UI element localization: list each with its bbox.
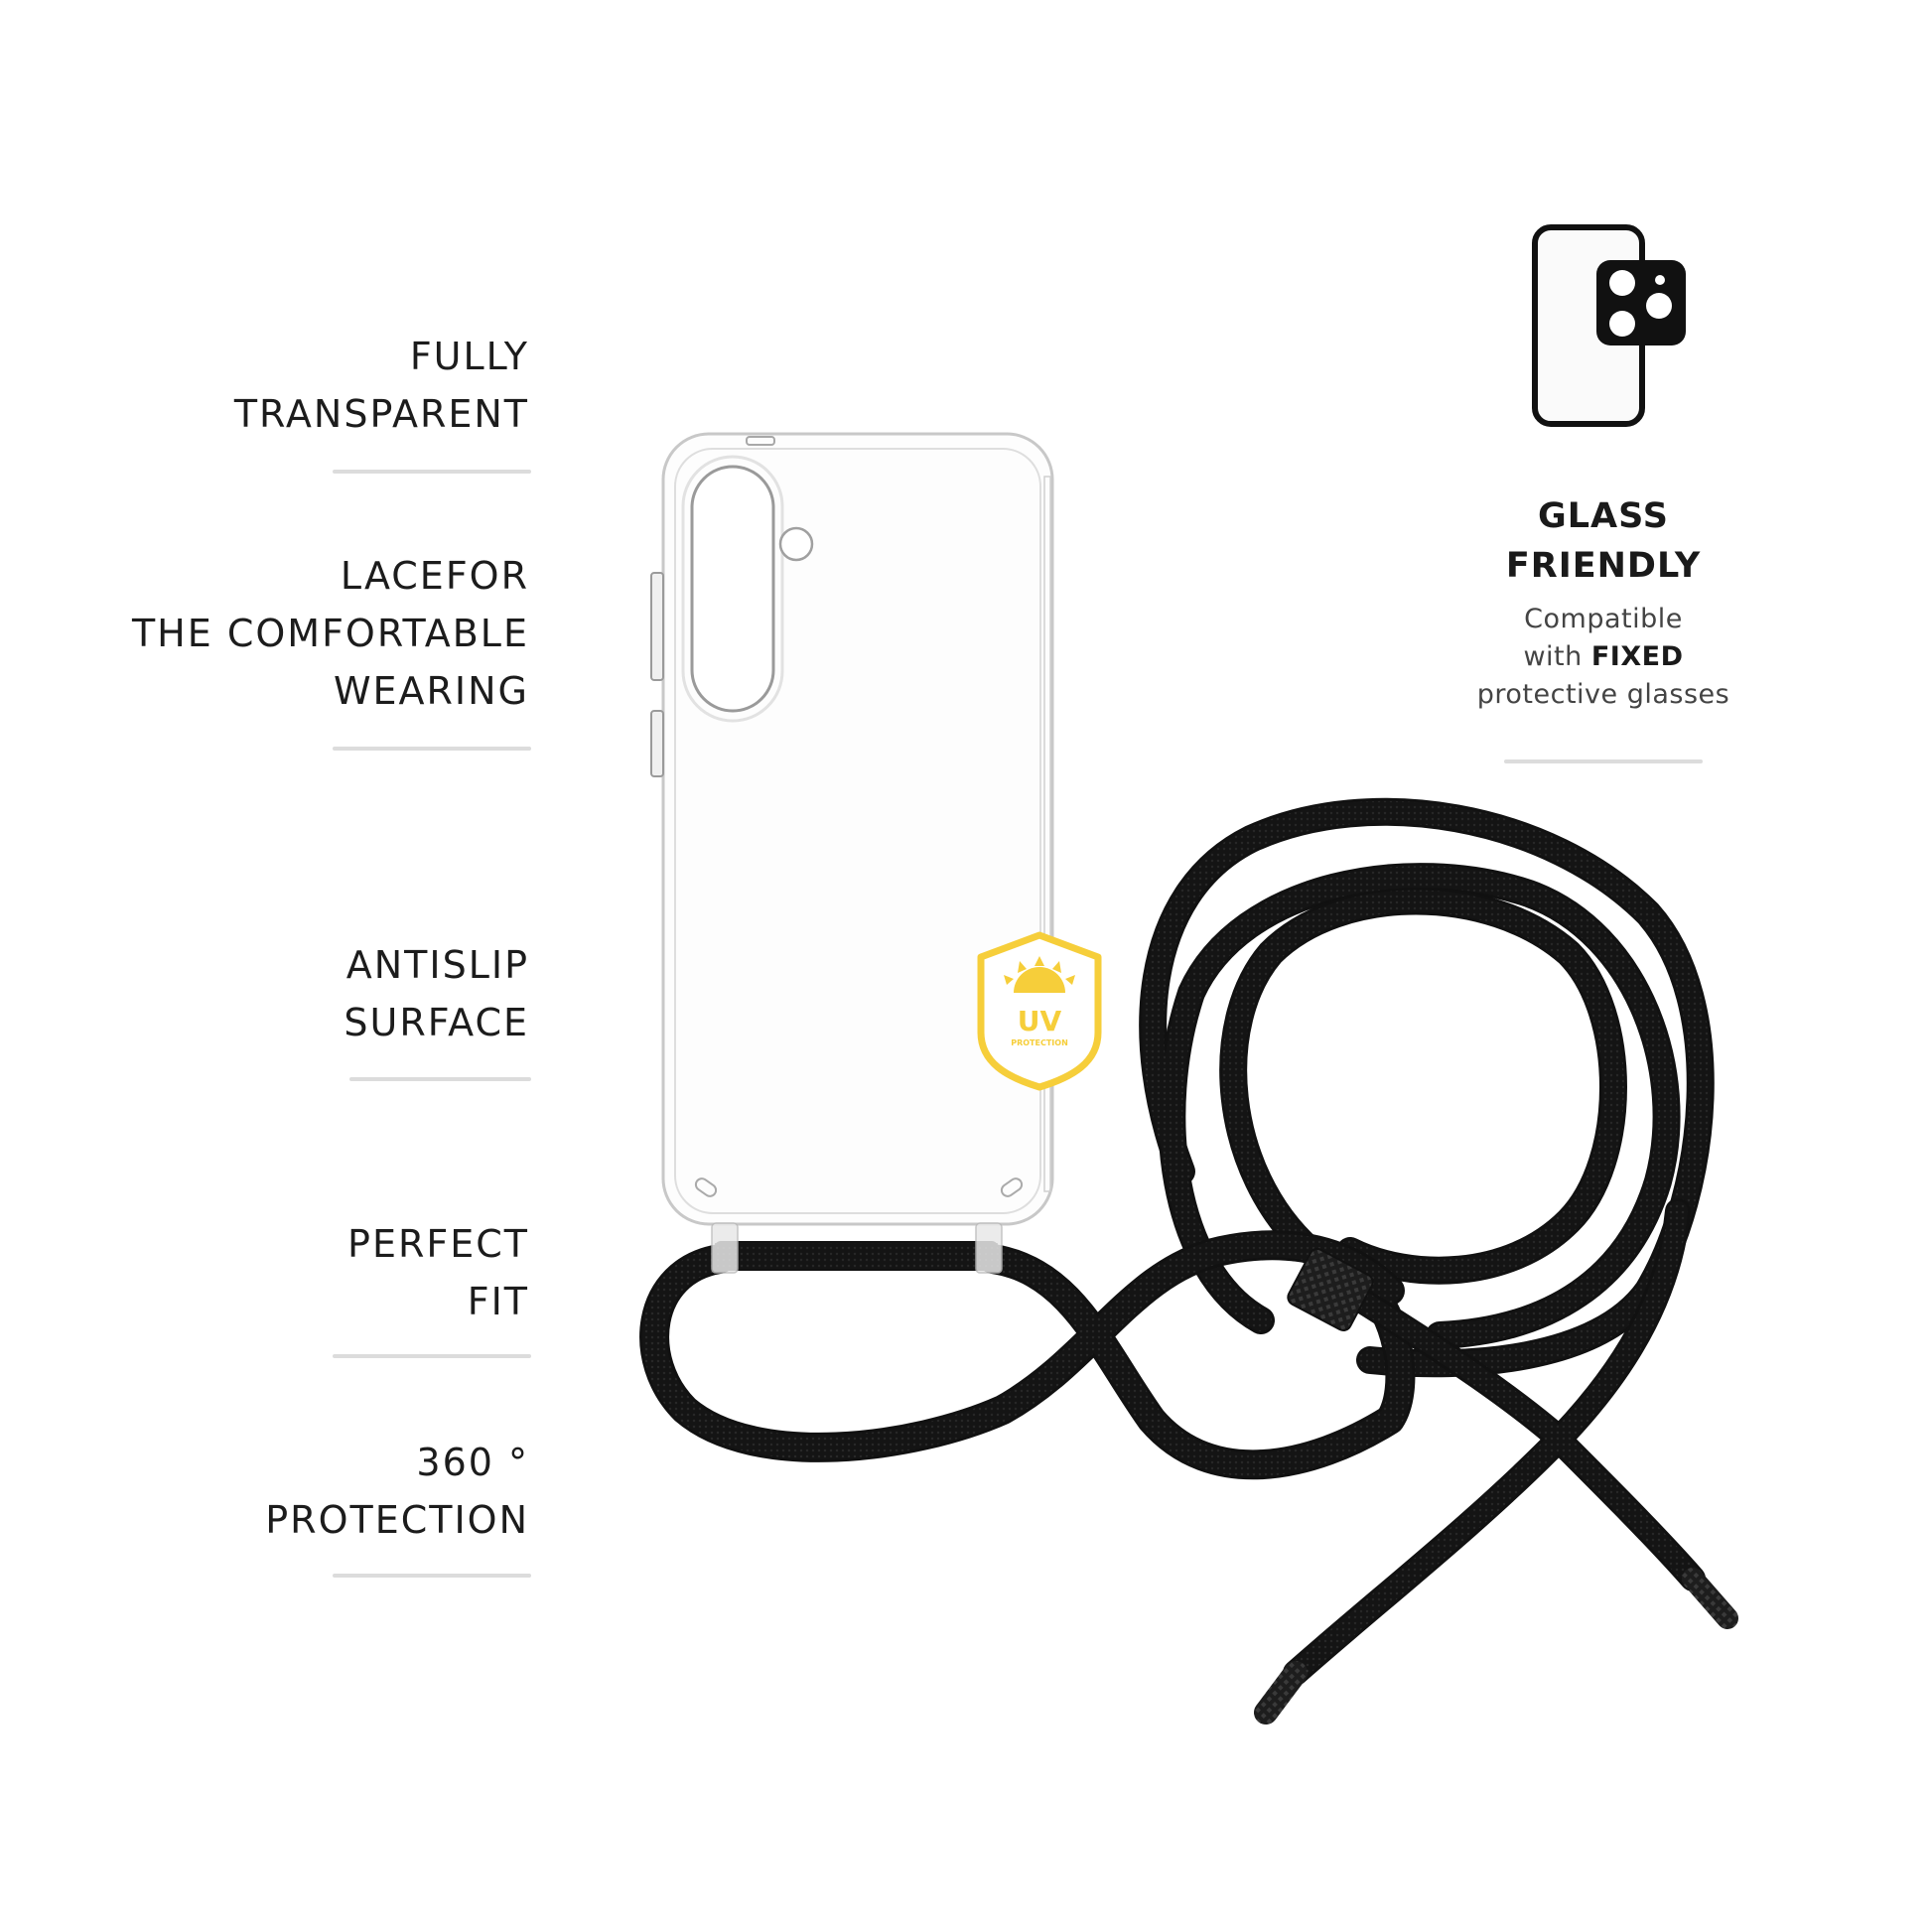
glass-sub-line1: Compatible [1524,604,1683,634]
divider [349,1077,531,1081]
glass-sub-line2: with FIXED [1459,638,1747,676]
divider [333,470,531,474]
divider [333,1354,531,1358]
cord-stopper [1287,1248,1374,1331]
glass-sub-prefix: with [1523,641,1591,672]
svg-text:PROTECTION: PROTECTION [1011,1038,1068,1047]
feature-label: LACEFOR [340,554,529,598]
divider [1504,759,1703,763]
lanyard-cord [639,797,1738,1725]
glass-sub-brand: FIXED [1590,641,1684,672]
feature-perfect-fit: PERFECT FIT [347,1215,529,1330]
feature-label: PERFECT [347,1222,529,1266]
glass-sub-line3: protective glasses [1476,679,1730,710]
phone-camera-glass-icon [1532,224,1686,427]
feature-label: FIT [467,1280,529,1323]
cord-attachment [711,1222,1003,1274]
feature-label: THE COMFORTABLE [131,612,529,655]
feature-label: WEARING [333,669,529,713]
glass-title-line2: FRIENDLY [1505,546,1702,586]
feature-360-protection: 360 ° PROTECTION [265,1434,529,1549]
glass-title-line1: GLASS [1538,496,1669,536]
feature-label: ANTISLIP [345,943,529,987]
feature-antislip: ANTISLIP SURFACE [344,936,529,1051]
glass-friendly-block: GLASS FRIENDLY Compatible with FIXED pro… [1459,491,1747,714]
feature-label: SURFACE [344,1001,529,1044]
svg-text:UV: UV [1018,1005,1062,1037]
feature-label: 360 ° [416,1441,529,1484]
feature-fully-transparent: FULLY TRANSPARENT [234,328,529,443]
divider [333,747,531,751]
feature-label: PROTECTION [265,1498,529,1542]
transparent-phone-case [650,432,1054,1226]
feature-label: FULLY [409,335,529,378]
feature-label: TRANSPARENT [233,392,529,436]
feature-lace: LACEFOR THE COMFORTABLE WEARING [132,547,529,720]
divider [333,1574,531,1578]
uv-shield-icon: UV PROTECTION [977,931,1102,1091]
